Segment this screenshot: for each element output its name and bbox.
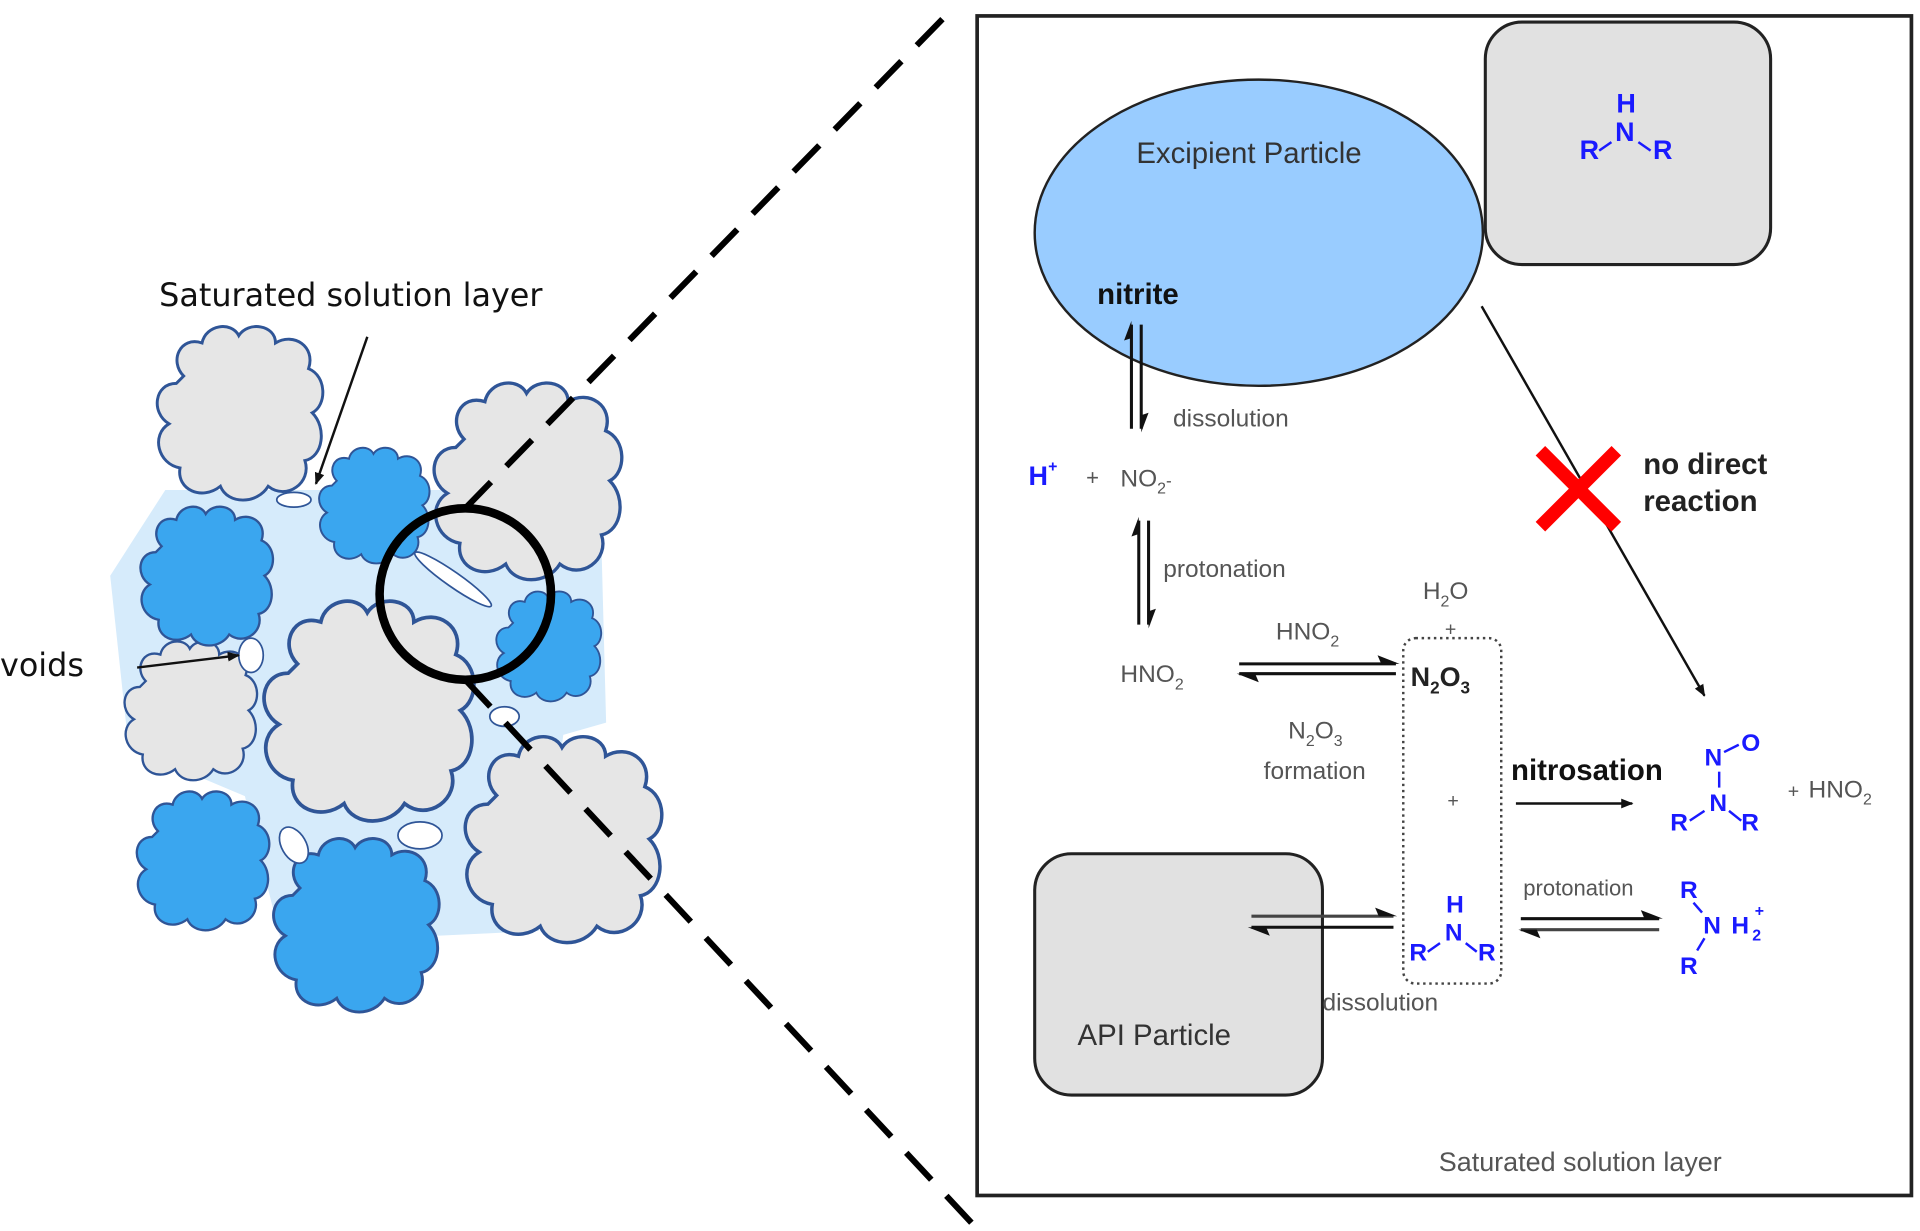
- plus-sign: +: [1445, 619, 1456, 641]
- plus-sign: +: [1086, 465, 1099, 490]
- void: [278, 826, 310, 865]
- api-particle-cloud: [432, 381, 624, 582]
- void: [237, 637, 265, 674]
- n2o3-formation-equilibrium-arrows: [1236, 655, 1400, 683]
- svg-text:R: R: [1680, 953, 1698, 980]
- plus-sign: +: [1788, 780, 1799, 802]
- svg-text:N: N: [1703, 912, 1721, 939]
- reactants-dotted-box: [1402, 636, 1503, 985]
- svg-text:R: R: [1741, 809, 1759, 836]
- excipient-particle-cloud: [138, 504, 275, 648]
- nitrosation-label: nitrosation: [1511, 754, 1663, 787]
- nitrosamine-structure: N O N R R: [1670, 730, 1760, 837]
- n2o3-formation-label: formation: [1264, 758, 1366, 785]
- api-particle-cloud: [155, 324, 325, 502]
- zoom-guide-line-bottom: [463, 677, 976, 1227]
- n2o3-formula: N2O3: [1411, 662, 1470, 697]
- api-particle-label: API Particle: [1078, 1019, 1231, 1052]
- plus-sign: +: [1447, 790, 1458, 812]
- void: [488, 705, 521, 728]
- svg-text:N: N: [1615, 117, 1634, 147]
- dissolution-label-top: dissolution: [1173, 405, 1289, 432]
- saturated-layer-box-label: Saturated solution layer: [1439, 1147, 1722, 1177]
- nitrous-acid-formula: HNO2: [1120, 661, 1183, 693]
- svg-text:N: N: [1445, 920, 1463, 947]
- nitrite-ion-formula: NO2-: [1120, 465, 1171, 497]
- svg-text:R: R: [1653, 135, 1672, 165]
- svg-text:R: R: [1409, 939, 1427, 966]
- void: [413, 551, 493, 608]
- svg-text:R: R: [1478, 939, 1496, 966]
- excipient-particle-label: Excipient Particle: [1136, 137, 1361, 170]
- excipient-particle-ellipse: [1033, 78, 1485, 388]
- proton-charge: +: [1048, 459, 1057, 476]
- amine-protonation-equilibrium-arrows: [1518, 910, 1663, 939]
- particle-cluster: [110, 324, 662, 1014]
- void: [275, 491, 312, 508]
- api-dissolution-equilibrium-arrows: [1247, 907, 1398, 936]
- svg-text:H: H: [1616, 89, 1635, 119]
- protonation-label-horizontal: protonation: [1523, 875, 1633, 900]
- protonation-label-vertical: protonation: [1163, 556, 1286, 583]
- svg-text:N: N: [1709, 790, 1727, 817]
- saturated-layer-label: Saturated solution layer: [159, 276, 543, 314]
- secondary-amine-structure-top: H N R R: [1580, 89, 1673, 166]
- api-particle-box: [1033, 852, 1324, 1097]
- saturated-layer-pointer-arrow: [314, 336, 369, 485]
- svg-text:2: 2: [1752, 928, 1761, 945]
- ammonium-structure: R N H 2 + R: [1680, 877, 1764, 980]
- svg-text:N: N: [1704, 745, 1722, 772]
- api-particle-cloud: [262, 599, 476, 823]
- secondary-amine-structure-solution: H N R R: [1409, 892, 1496, 967]
- water-formula: H2O: [1423, 578, 1469, 610]
- dissolution-label-bottom: dissolution: [1322, 990, 1438, 1017]
- svg-text:R: R: [1670, 809, 1688, 836]
- nitrite-label: nitrite: [1097, 278, 1179, 311]
- excipient-particle-cloud: [134, 789, 272, 933]
- no-direct-reaction-line1: no direct: [1643, 448, 1767, 481]
- excipient-particle-cloud: [271, 836, 441, 1014]
- svg-text:+: +: [1755, 903, 1764, 920]
- svg-text:R: R: [1580, 135, 1599, 165]
- api-particle-cloud: [465, 737, 662, 943]
- svg-text:H: H: [1446, 892, 1464, 919]
- protonation-equilibrium-arrows-vertical: [1131, 516, 1156, 629]
- svg-text:O: O: [1741, 730, 1760, 757]
- red-cross-icon: [1535, 445, 1622, 532]
- voids-label: voids: [0, 646, 84, 684]
- nitrous-acid-byproduct: HNO2: [1809, 776, 1872, 808]
- voids-pointer-arrow: [136, 651, 240, 669]
- svg-text:R: R: [1680, 877, 1698, 904]
- n2o3-formation-formula: N2O3: [1288, 718, 1343, 750]
- proton-symbol: H: [1029, 461, 1048, 491]
- svg-text:H: H: [1731, 912, 1749, 939]
- api-particle-box-top: [1483, 20, 1773, 267]
- excipient-particle-cloud: [317, 446, 432, 565]
- nitrous-acid-reagent-label: HNO2: [1276, 618, 1339, 650]
- no-direct-reaction-line2: reaction: [1643, 485, 1757, 518]
- void: [397, 821, 443, 850]
